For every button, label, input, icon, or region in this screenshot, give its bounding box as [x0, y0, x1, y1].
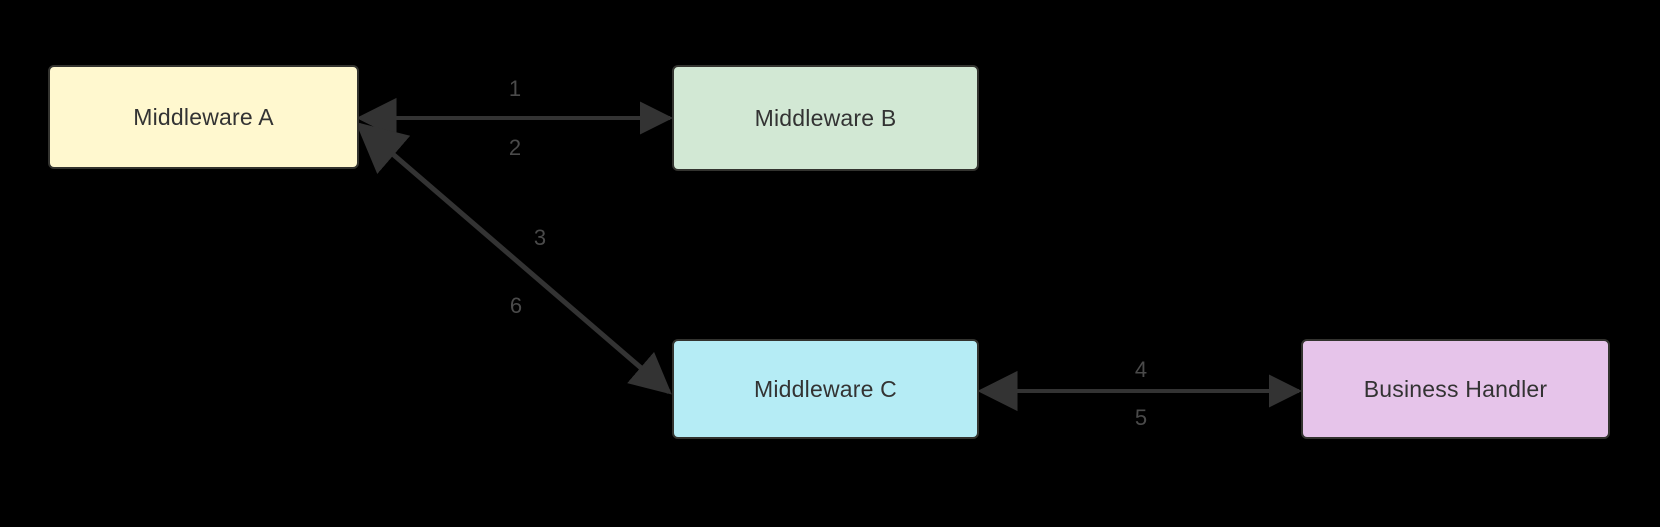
- node-middleware-c[interactable]: Middleware C: [672, 339, 979, 439]
- edge-label-4: 4: [1134, 357, 1148, 382]
- edge-label-1: 1: [508, 76, 522, 101]
- node-middleware-c-label: Middleware C: [753, 375, 897, 402]
- node-middleware-a-label: Middleware A: [133, 103, 274, 130]
- node-middleware-a[interactable]: Middleware A: [48, 65, 359, 169]
- node-business-handler-label: Business Handler: [1363, 375, 1548, 402]
- node-business-handler[interactable]: Business Handler: [1301, 339, 1610, 439]
- node-middleware-b[interactable]: Middleware B: [672, 65, 979, 171]
- edge-label-5: 5: [1134, 405, 1148, 430]
- edge-label-3: 3: [533, 225, 547, 250]
- edge-a-c-line[interactable]: [355, 122, 672, 395]
- edge-label-6: 6: [509, 293, 523, 318]
- node-middleware-b-label: Middleware B: [754, 104, 897, 131]
- edge-label-2: 2: [508, 135, 522, 160]
